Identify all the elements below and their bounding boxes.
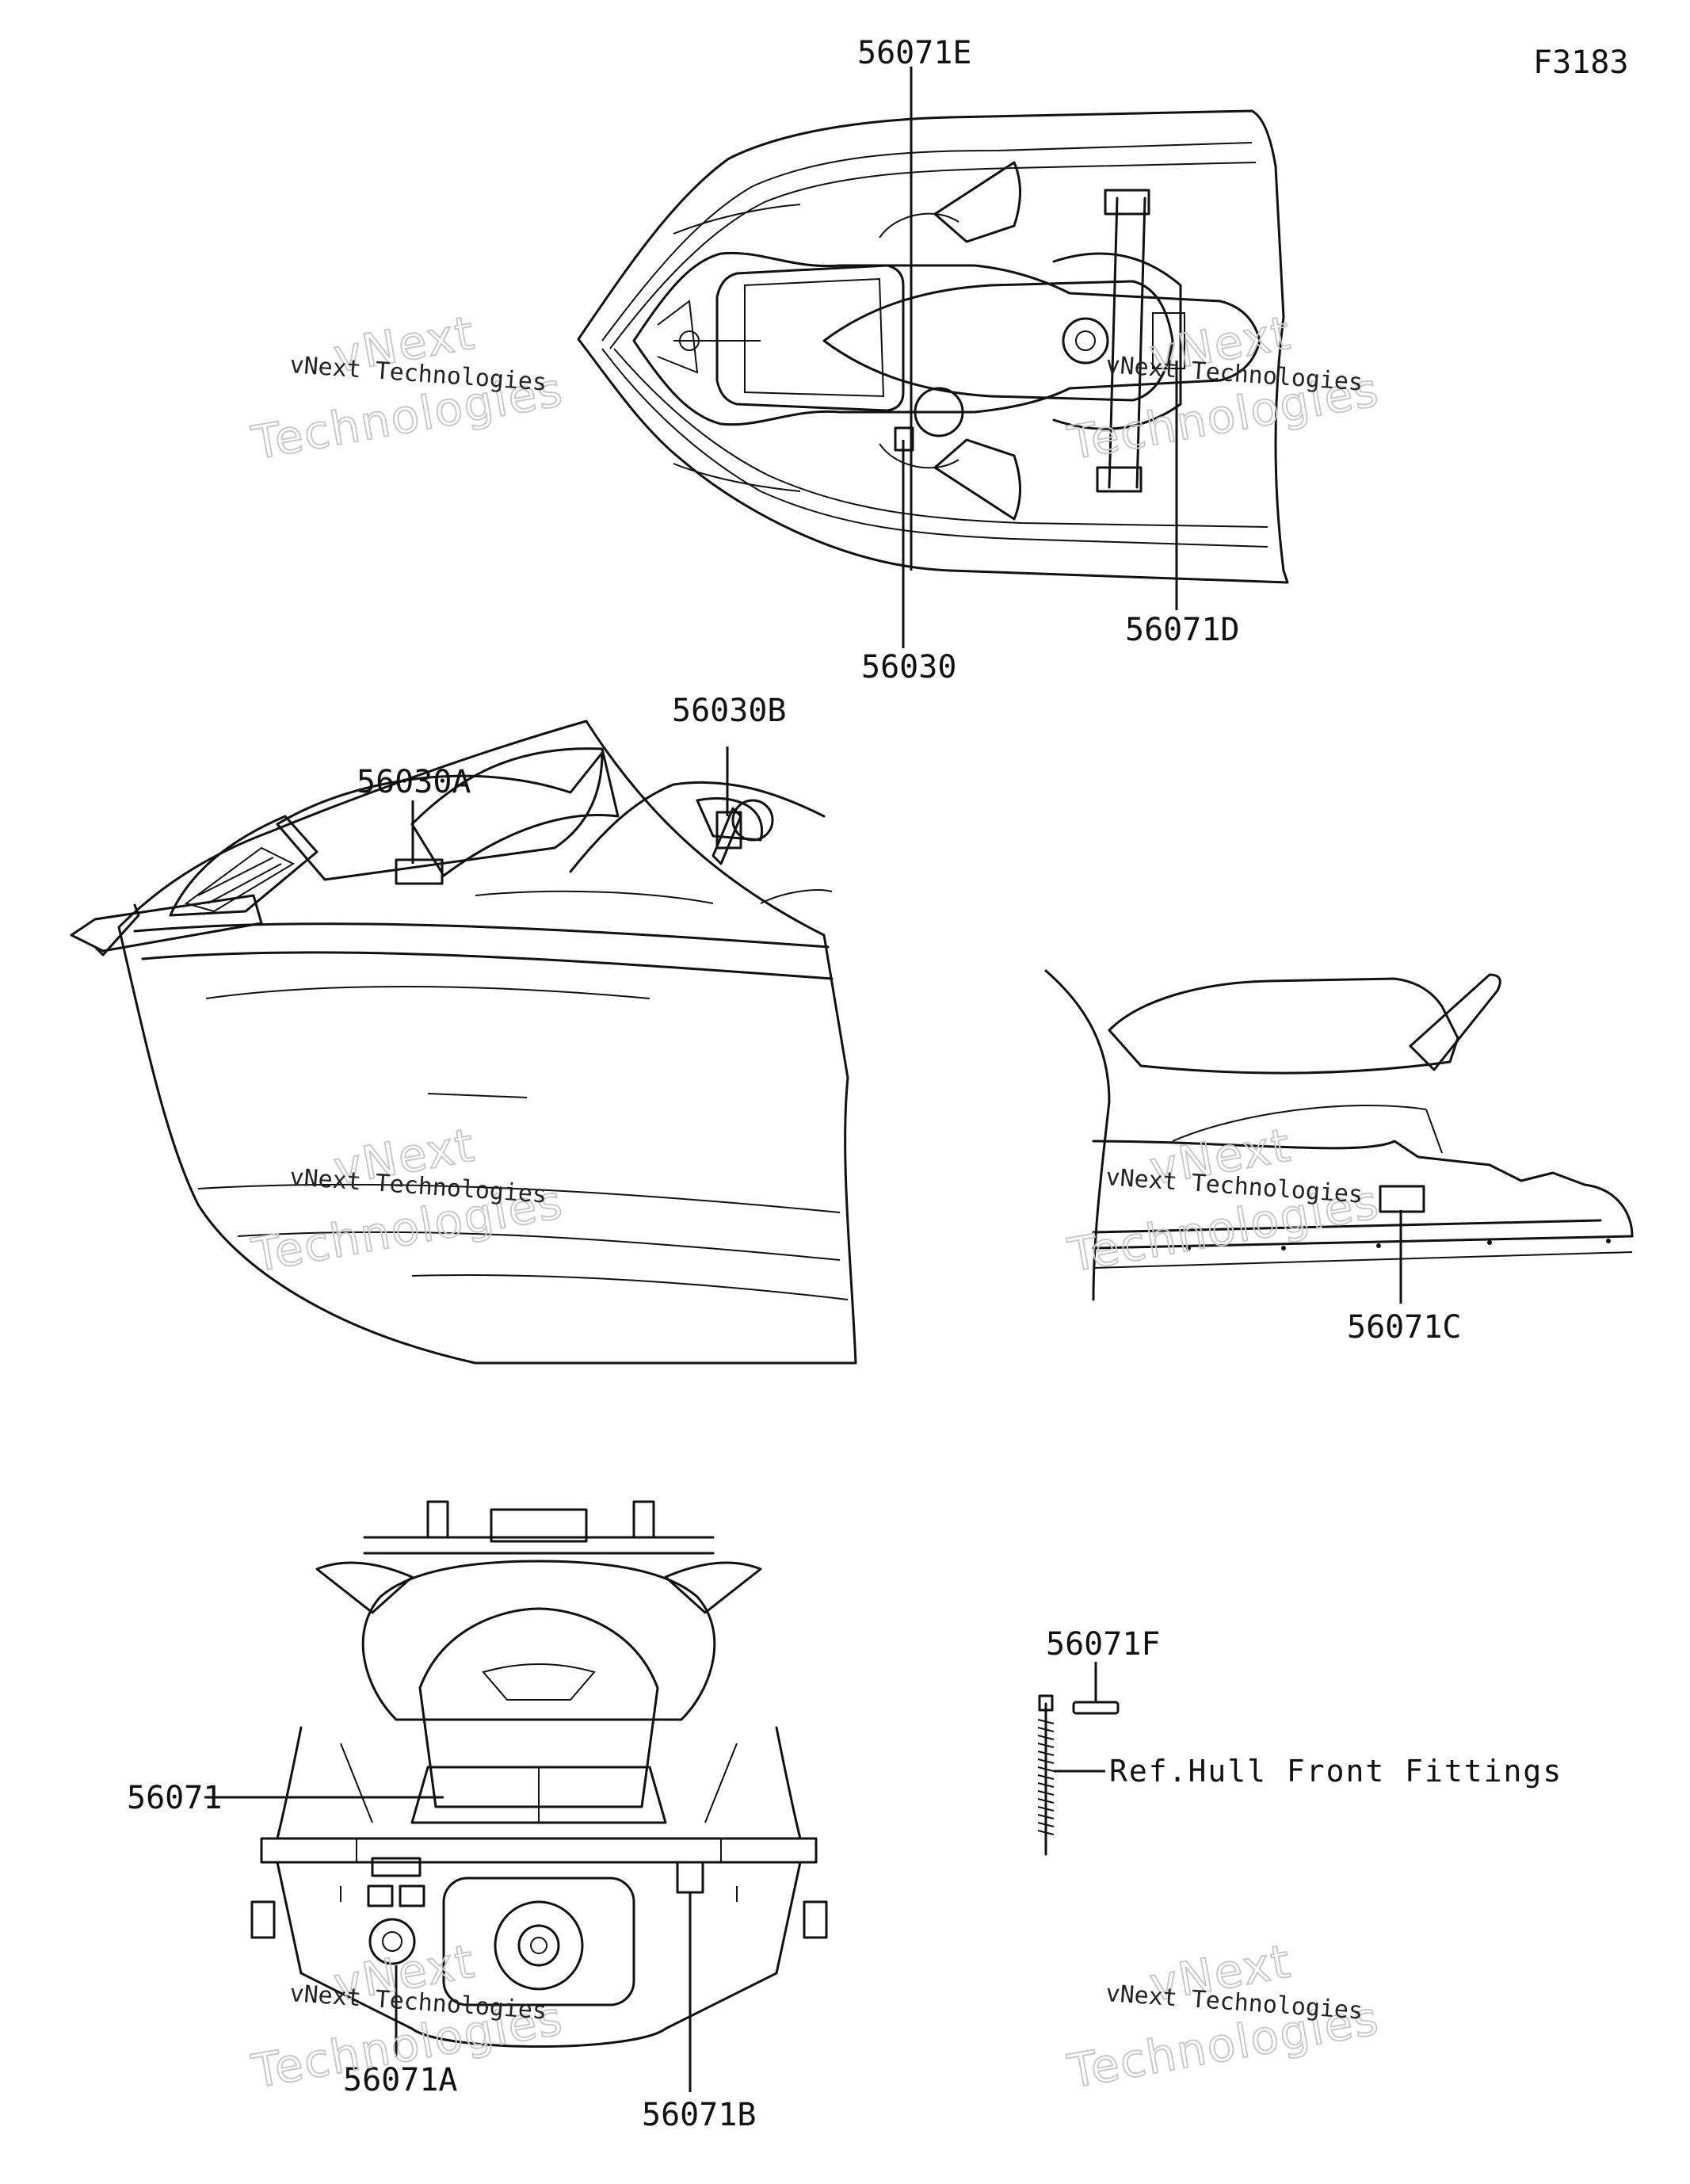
callout-56071E: 56071E xyxy=(857,35,972,71)
rear-view-jetski xyxy=(250,1500,828,2048)
callout-56071: 56071 xyxy=(127,1780,222,1816)
callout-56071A: 56071A xyxy=(343,2062,458,2098)
decal-56030A xyxy=(395,858,444,885)
figure-code: F3183 xyxy=(1533,44,1628,81)
callout-56030: 56030 xyxy=(861,649,956,685)
top-view-jetski xyxy=(577,109,1289,584)
side-view-jetski xyxy=(70,720,857,1365)
decal-56071A xyxy=(371,1857,422,1877)
rear-side-detail xyxy=(1044,969,1634,1301)
callout-56071D: 56071D xyxy=(1125,612,1240,648)
decal-56071B xyxy=(676,1861,704,1894)
reference-note: Ref.Hull Front Fittings xyxy=(1109,1754,1562,1789)
callout-56071B: 56071B xyxy=(642,2097,757,2133)
callout-56030B: 56030B xyxy=(672,693,787,729)
detail-56071F: 56071F Ref.Hull Front Fittings xyxy=(1037,1626,1562,1856)
callout-56030A: 56030A xyxy=(357,764,471,800)
callout-56071C: 56071C xyxy=(1347,1309,1462,1346)
decal-56071F xyxy=(1072,1701,1120,1715)
callout-56071F: 56071F xyxy=(1046,1626,1161,1663)
decal-56071C xyxy=(1379,1185,1425,1213)
